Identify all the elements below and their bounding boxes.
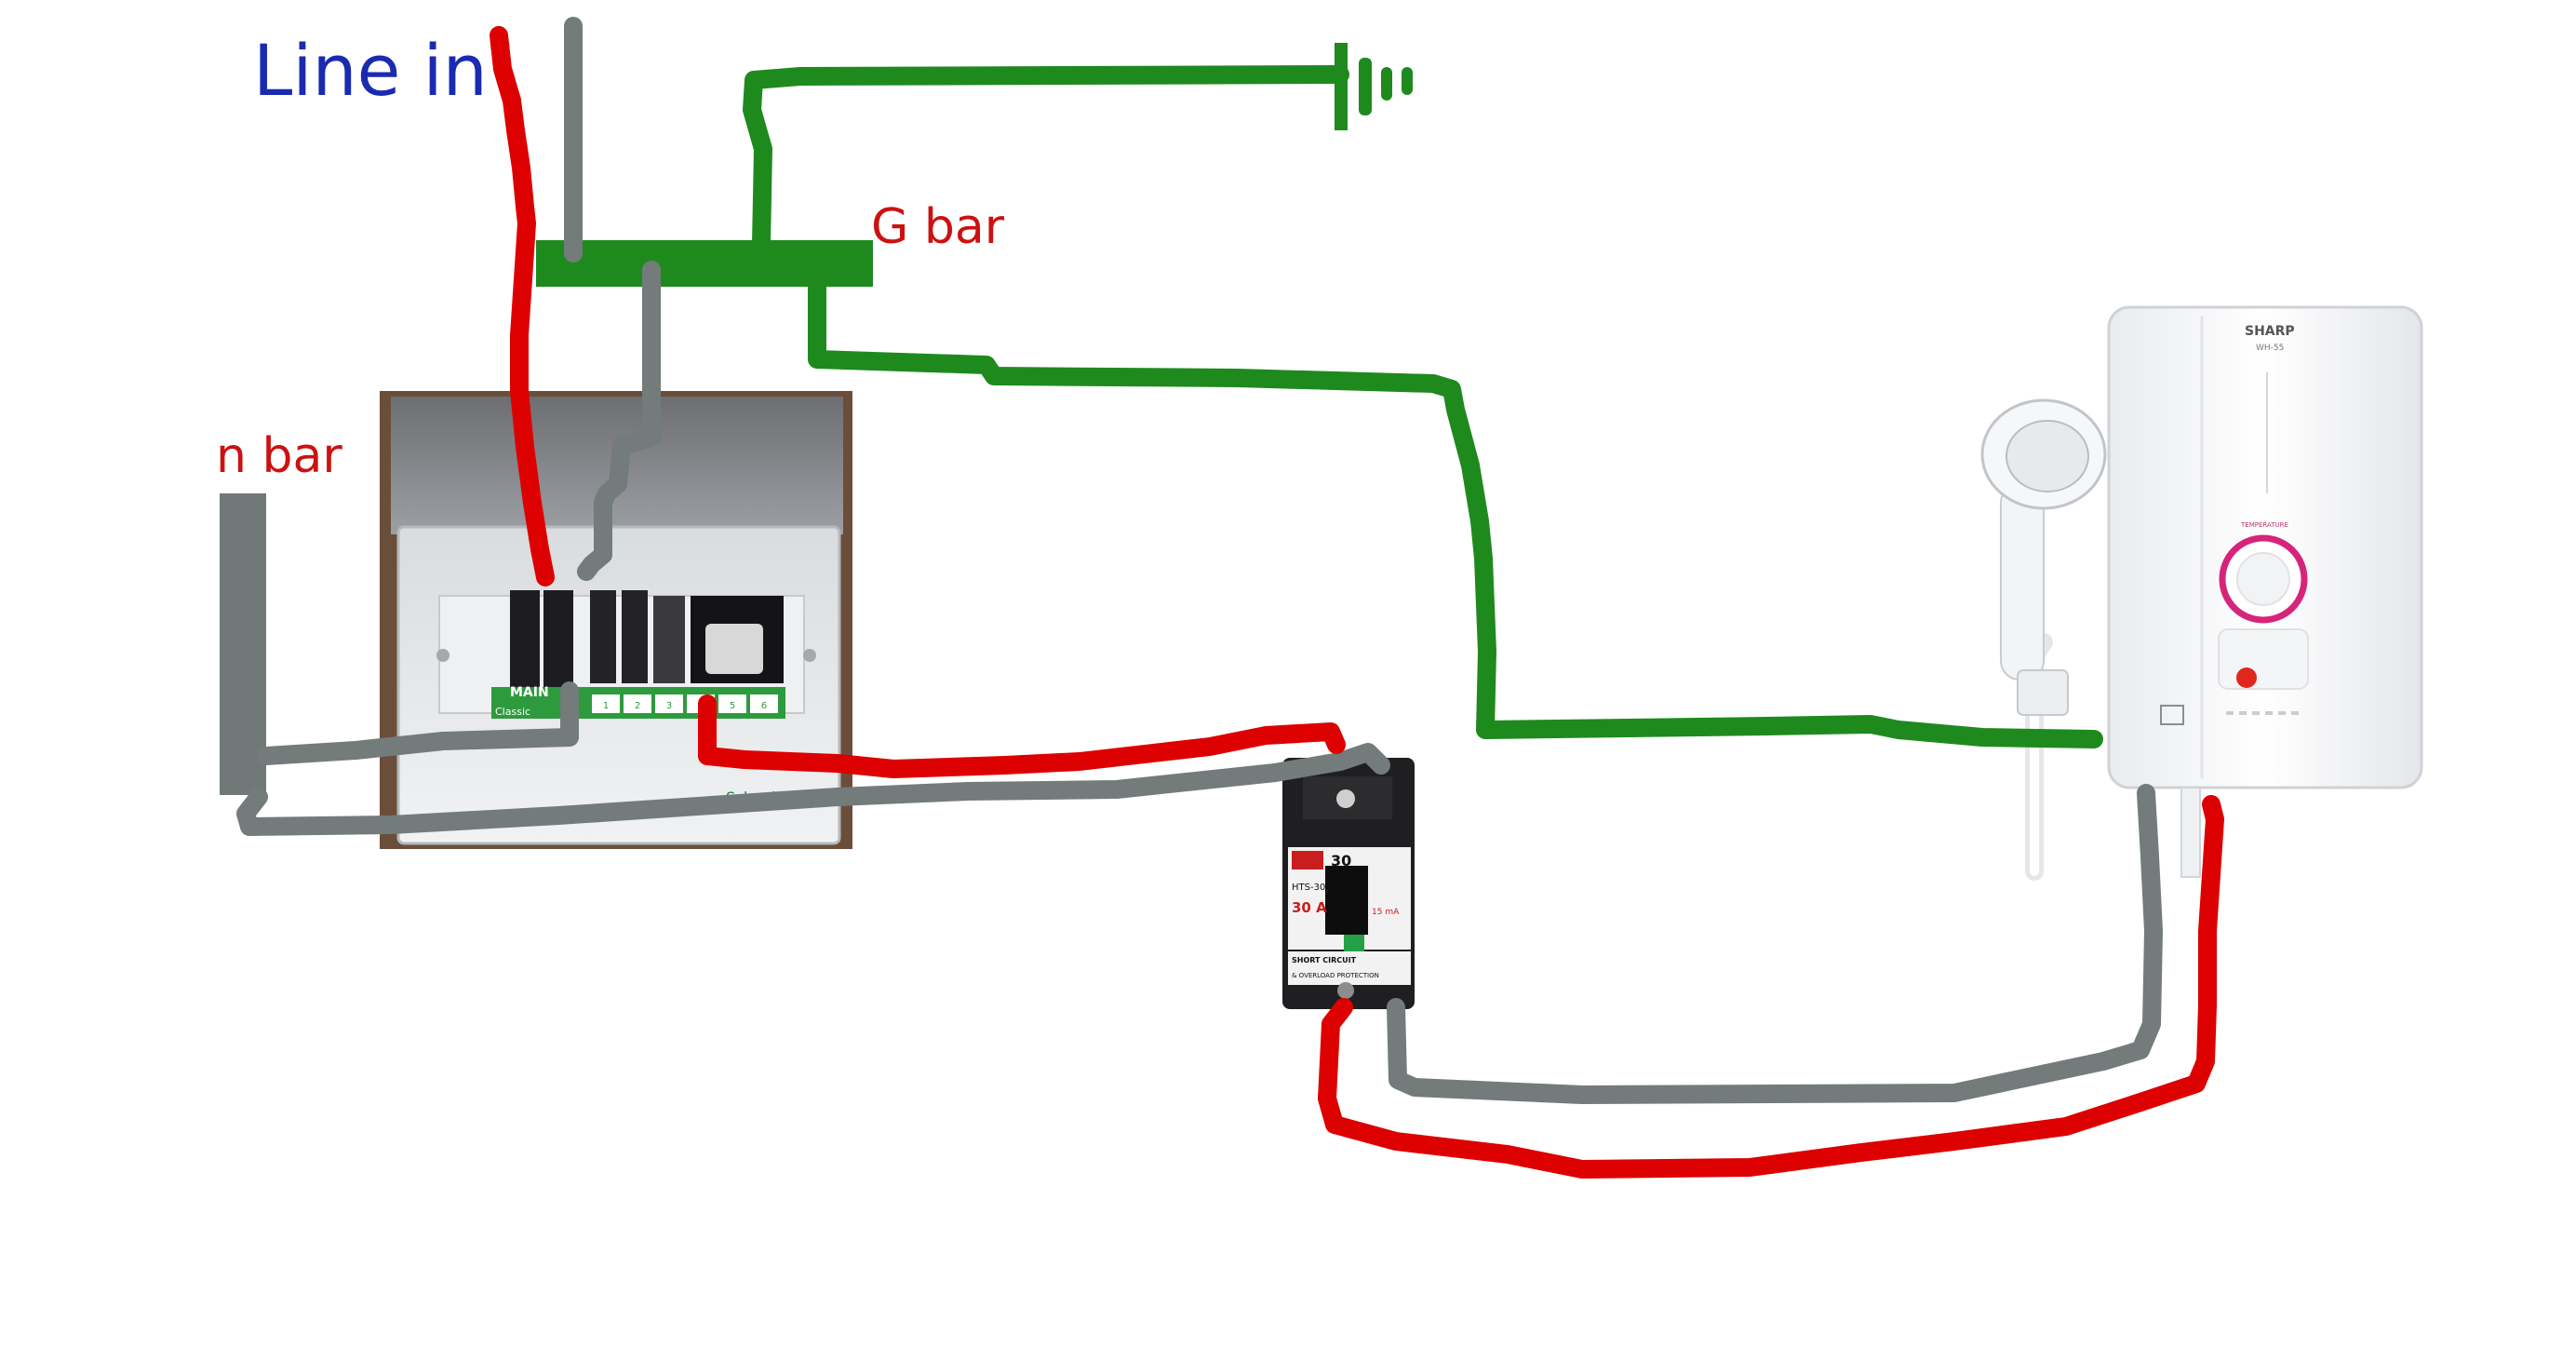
- line-in-label: Line in: [253, 29, 488, 112]
- shower-head: [1980, 398, 2107, 881]
- vent-dot: [2252, 711, 2260, 715]
- heater-model: WH-55: [2256, 344, 2284, 353]
- rcbo-current: 30 A: [1292, 899, 1327, 916]
- rcbo-bottom-text-2: & OVERLOAD PROTECTION: [1292, 972, 1379, 979]
- branch-breaker-1: [590, 590, 616, 683]
- vent-dot: [2226, 711, 2234, 715]
- ground-wire-to-earth: [743, 65, 1349, 253]
- rcbo-toggle-lever: [1325, 866, 1368, 935]
- neutral-rcbo-to-heater: [1387, 784, 2163, 1104]
- rcbo-bottom-text-1: SHORT CIRCUIT: [1292, 956, 1357, 964]
- shower-nozzle-ring: [2006, 420, 2089, 492]
- ground-electrode-icon: [1335, 43, 1413, 130]
- neutral-nbar-to-rcbo: [236, 743, 1390, 836]
- heater-water-outlet-pipe: [2180, 787, 2201, 878]
- neutral-bar: [220, 493, 266, 795]
- slot-box: [750, 694, 778, 713]
- shower-bracket: [2017, 669, 2069, 716]
- shower-handle: [2000, 483, 2045, 681]
- slot-box: [718, 694, 746, 713]
- heater-vent-dots: [2226, 711, 2299, 715]
- indicator-panel: [2218, 628, 2309, 690]
- branch-breaker-3: [653, 596, 685, 683]
- rcbo-top-screw: [1336, 789, 1355, 808]
- slot-number: 6: [761, 701, 767, 711]
- screw-right: [803, 649, 816, 662]
- neutral-bar-to-main: [577, 261, 661, 581]
- series-label: Classic: [495, 706, 530, 718]
- rcbo-lower-plate: [1288, 951, 1411, 985]
- water-heater: SHARP WH-55 TEMPERATURE: [2107, 305, 2423, 878]
- vent-dot: [2278, 711, 2286, 715]
- vent-dot: [2239, 711, 2247, 715]
- ground-wire-to-heater: [808, 276, 2103, 748]
- slot-box: [592, 694, 620, 713]
- slot-number: 2: [635, 701, 640, 711]
- slot-number: 5: [730, 701, 735, 711]
- neutral-main-to-nbar: [257, 681, 579, 765]
- main-breaker-left: [510, 590, 540, 693]
- temperature-knob: [2236, 552, 2290, 606]
- slot-box: [655, 694, 683, 713]
- live-breaker-to-rcbo: [698, 694, 1346, 778]
- vent-dot: [2291, 711, 2299, 715]
- rcbo-rating-badge: 30: [1331, 852, 1351, 869]
- live-line-in: [490, 26, 555, 586]
- reset-button-icon: [2160, 705, 2184, 725]
- n-bar-label: n bar: [216, 428, 342, 484]
- branch-breaker-2: [622, 590, 648, 683]
- main-label: MAIN: [510, 685, 549, 700]
- blanking-plate: [705, 624, 763, 674]
- rcbo-leakage: 15 mA: [1372, 908, 1400, 917]
- vent-dot: [2265, 711, 2273, 715]
- rcbo-breaker: 30 HTS-30 30 A 15 mA SHORT CIRCUIT & OVE…: [1282, 758, 1415, 1009]
- slot-number: 3: [666, 701, 672, 711]
- rcbo-logo-block: [1292, 851, 1323, 869]
- rcbo-test-button: [1344, 935, 1364, 951]
- heater-brand: SHARP: [2245, 324, 2295, 339]
- rcbo-model: HTS-30: [1292, 883, 1325, 893]
- slot-number: 1: [603, 701, 609, 711]
- g-bar-label: G bar: [871, 199, 1005, 255]
- screw-left: [436, 649, 449, 662]
- main-breaker-right: [543, 590, 573, 693]
- rcbo-bottom-screw: [1337, 982, 1354, 999]
- slot-box: [624, 694, 651, 713]
- power-indicator-light: [2236, 667, 2257, 688]
- heater-dial-label: TEMPERATURE: [2240, 521, 2288, 529]
- live-rcbo-to-heater: [1318, 795, 2224, 1179]
